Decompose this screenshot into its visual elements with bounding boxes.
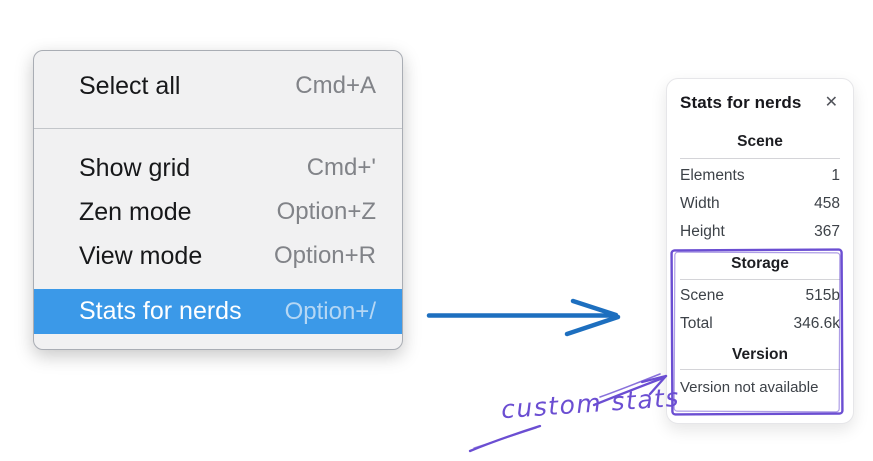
storage-section-heading: Storage	[731, 255, 789, 272]
menu-item-select-all[interactable]: Select all Cmd+A	[34, 64, 402, 108]
menu-item-shortcut: Option+R	[273, 242, 376, 269]
menu-item-label: View mode	[79, 241, 203, 270]
menu-item-shortcut: Cmd+'	[306, 154, 376, 181]
context-menu: Select all Cmd+A Show grid Cmd+' Zen mod…	[33, 50, 403, 350]
menu-item-view-mode[interactable]: View mode Option+R	[34, 234, 402, 278]
menu-item-shortcut: Option+Z	[276, 198, 376, 225]
stat-value: 346.6k	[793, 315, 840, 332]
menu-divider	[34, 128, 402, 129]
stats-panel: Stats for nerds ✕ Scene Elements 1 Width…	[666, 78, 854, 424]
stat-value: 1	[831, 167, 840, 184]
stat-row-storage-scene: Scene 515b	[680, 285, 840, 307]
stat-row-height: Height 367	[680, 221, 840, 243]
menu-item-zen-mode[interactable]: Zen mode Option+Z	[34, 190, 402, 234]
annotation-custom-stats-label: custom stats	[500, 382, 681, 425]
stat-row-elements: Elements 1	[680, 165, 840, 187]
stat-label: Total	[680, 315, 713, 332]
stat-row-storage-total: Total 346.6k	[680, 313, 840, 335]
menu-item-stats-for-nerds[interactable]: Stats for nerds Option+/	[34, 289, 402, 334]
version-section-heading: Version	[732, 346, 788, 363]
section-rule	[680, 279, 840, 280]
stat-label: Scene	[680, 287, 724, 304]
section-rule	[680, 369, 840, 370]
scene-section-heading: Scene	[737, 133, 783, 150]
stat-label: Height	[680, 223, 725, 240]
menu-item-label: Zen mode	[79, 197, 192, 226]
stats-panel-title: Stats for nerds	[680, 93, 802, 112]
blue-arrow	[426, 298, 621, 337]
menu-item-label: Stats for nerds	[79, 297, 242, 325]
menu-item-shortcut: Option+/	[284, 297, 376, 325]
stat-row-width: Width 458	[680, 193, 840, 215]
stat-value: 367	[814, 223, 840, 240]
stat-label: Elements	[680, 167, 745, 184]
stat-value: 458	[814, 195, 840, 212]
version-note: Version not available	[680, 379, 819, 396]
menu-item-label: Show grid	[79, 153, 191, 182]
stats-panel-header: Stats for nerds ✕	[680, 79, 840, 116]
close-icon[interactable]: ✕	[824, 94, 838, 111]
stat-label: Width	[680, 195, 720, 212]
menu-item-label: Select all	[79, 71, 181, 100]
menu-item-show-grid[interactable]: Show grid Cmd+'	[34, 146, 402, 190]
section-rule	[680, 158, 840, 159]
stat-value: 515b	[805, 287, 840, 304]
menu-item-shortcut: Cmd+A	[295, 72, 376, 99]
